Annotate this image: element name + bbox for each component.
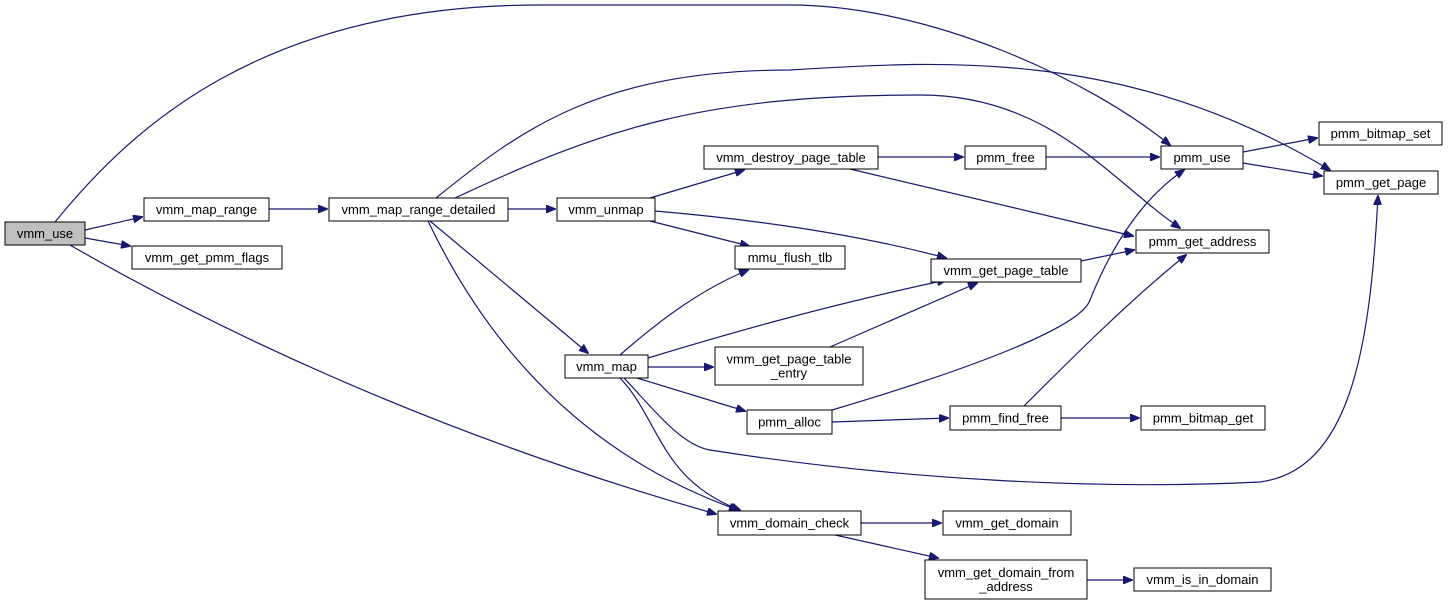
node-box [1318, 121, 1443, 146]
node-label: vmm_domain_check [730, 516, 850, 531]
node-label: vmm_use [17, 226, 73, 241]
node-vmm-get-pmm-flags[interactable]: vmm_get_pmm_flags [131, 245, 283, 270]
node-box [734, 245, 846, 270]
node-label: vmm_map_range [156, 202, 257, 217]
node-label: _address [978, 579, 1033, 594]
node-box [328, 197, 509, 222]
node-box [564, 354, 649, 379]
node-pmm-find-free[interactable]: pmm_find_free [949, 405, 1062, 431]
node-box [1135, 229, 1270, 254]
node-box [556, 197, 656, 222]
node-vmm-use[interactable]: vmm_use [4, 221, 86, 246]
node-box [717, 510, 862, 536]
edge-pmm-use-to-pmm-bitmap-set [1242, 138, 1317, 153]
edge-vmm-use-to-vmm-get-pmm-flags [84, 237, 130, 246]
node-box [131, 245, 283, 270]
edge-vmm-get-page-table-to-pmm-get-address [1080, 250, 1134, 262]
node-box [714, 346, 864, 386]
node-box [942, 510, 1072, 536]
node-vmm-get-domain[interactable]: vmm_get_domain [942, 510, 1072, 536]
node-label: pmm_get_address [1149, 234, 1257, 249]
node-label: vmm_is_in_domain [1147, 572, 1259, 587]
edge-pmm-alloc-to-pmm-use [831, 170, 1184, 411]
node-label: pmm_get_page [1336, 175, 1426, 190]
node-box [924, 559, 1088, 600]
node-box [143, 197, 270, 222]
node-label: vmm_get_domain [955, 516, 1058, 531]
edge-vmm-use-to-pmm-use [54, 4, 1170, 223]
node-vmm-destroy-page-table[interactable]: vmm_destroy_page_table [703, 145, 879, 170]
node-label: mmu_flush_tlb [748, 250, 833, 265]
edge-vmm-map-to-vmm-get-page-table [647, 280, 946, 359]
node-label: pmm_free [976, 150, 1035, 165]
node-pmm-alloc[interactable]: pmm_alloc [746, 409, 833, 435]
node-pmm-bitmap-get[interactable]: pmm_bitmap_get [1140, 405, 1266, 431]
edge-pmm-alloc-to-pmm-find-free [831, 418, 948, 423]
node-vmm-map[interactable]: vmm_map [564, 354, 649, 379]
edge-vmm-map-range-detailed-to-pmm-get-address [454, 94, 1180, 228]
node-box [1133, 567, 1272, 592]
edge-vmm-map-to-pmm-alloc [636, 377, 745, 411]
node-vmm-get-page-table[interactable]: vmm_get_page_table [930, 258, 1082, 283]
node-label: vmm_get_page_table [726, 352, 851, 367]
edge-vmm-destroy-page-table-to-pmm-get-address [849, 168, 1133, 236]
node-pmm-use[interactable]: pmm_use [1160, 145, 1244, 170]
node-box [746, 409, 833, 435]
node-label: _entry [770, 366, 808, 381]
node-mmu-flush-tlb[interactable]: mmu_flush_tlb [734, 245, 846, 270]
edge-vmm-map-range-detailed-to-vmm-map [429, 220, 588, 353]
node-label: vmm_unmap [568, 202, 643, 217]
edge-vmm-use-to-vmm-domain-check [69, 244, 716, 514]
edge-vmm-unmap-to-vmm-destroy-page-table [649, 170, 744, 199]
edge-vmm-map-range-detailed-to-pmm-get-page [435, 63, 1330, 199]
node-box [1140, 405, 1266, 431]
edge-vmm-get-page-table-entry-to-vmm-get-page-table [829, 283, 977, 348]
edge-vmm-map-range-detailed-to-vmm-domain-check [427, 220, 738, 510]
edge-vmm-unmap-to-mmu-flush-tlb [649, 220, 749, 246]
node-box [964, 145, 1047, 170]
node-pmm-bitmap-set[interactable]: pmm_bitmap_set [1318, 121, 1443, 146]
edge-vmm-map-to-pmm-get-page [623, 196, 1378, 486]
edges-layer [54, 4, 1378, 580]
node-label: pmm_bitmap_set [1331, 126, 1431, 141]
edge-vmm-use-to-vmm-map-range [84, 217, 142, 231]
node-vmm-is-in-domain[interactable]: vmm_is_in_domain [1133, 567, 1272, 592]
node-box [4, 221, 86, 246]
node-pmm-get-page[interactable]: pmm_get_page [1323, 170, 1439, 195]
node-box [703, 145, 879, 170]
node-box [1160, 145, 1244, 170]
node-label: vmm_get_domain_from [938, 565, 1075, 580]
edge-vmm-domain-check-to-vmm-get-domain-from-address [834, 534, 938, 558]
node-vmm-get-domain-from-address[interactable]: vmm_get_domain_from_address [924, 559, 1088, 600]
node-label: vmm_map [576, 359, 637, 374]
edge-pmm-find-free-to-pmm-get-address [1023, 255, 1186, 407]
node-label: vmm_get_page_table [943, 263, 1068, 278]
node-label: pmm_use [1173, 150, 1230, 165]
edge-vmm-map-to-mmu-flush-tlb [619, 270, 748, 356]
node-vmm-unmap[interactable]: vmm_unmap [556, 197, 656, 222]
node-vmm-map-range[interactable]: vmm_map_range [143, 197, 270, 222]
node-label: vmm_map_range_detailed [342, 202, 496, 217]
nodes-layer: vmm_usevmm_map_rangevmm_get_pmm_flagsvmm… [4, 121, 1443, 600]
node-vmm-map-range-detailed[interactable]: vmm_map_range_detailed [328, 197, 509, 222]
edge-pmm-use-to-pmm-get-page [1242, 162, 1322, 176]
edge-vmm-map-to-vmm-domain-check [619, 377, 740, 510]
node-box [1323, 170, 1439, 195]
node-label: vmm_get_pmm_flags [145, 250, 270, 265]
node-vmm-get-page-table-entry[interactable]: vmm_get_page_table_entry [714, 346, 864, 386]
node-label: pmm_bitmap_get [1153, 411, 1254, 426]
node-box [949, 405, 1062, 431]
node-label: pmm_find_free [962, 411, 1049, 426]
node-label: pmm_alloc [758, 415, 821, 430]
node-label: vmm_destroy_page_table [716, 150, 866, 165]
edge-vmm-unmap-to-vmm-get-page-table [654, 210, 946, 258]
node-box [930, 258, 1082, 283]
node-vmm-domain-check[interactable]: vmm_domain_check [717, 510, 862, 536]
node-pmm-get-address[interactable]: pmm_get_address [1135, 229, 1270, 254]
node-pmm-free[interactable]: pmm_free [964, 145, 1047, 170]
